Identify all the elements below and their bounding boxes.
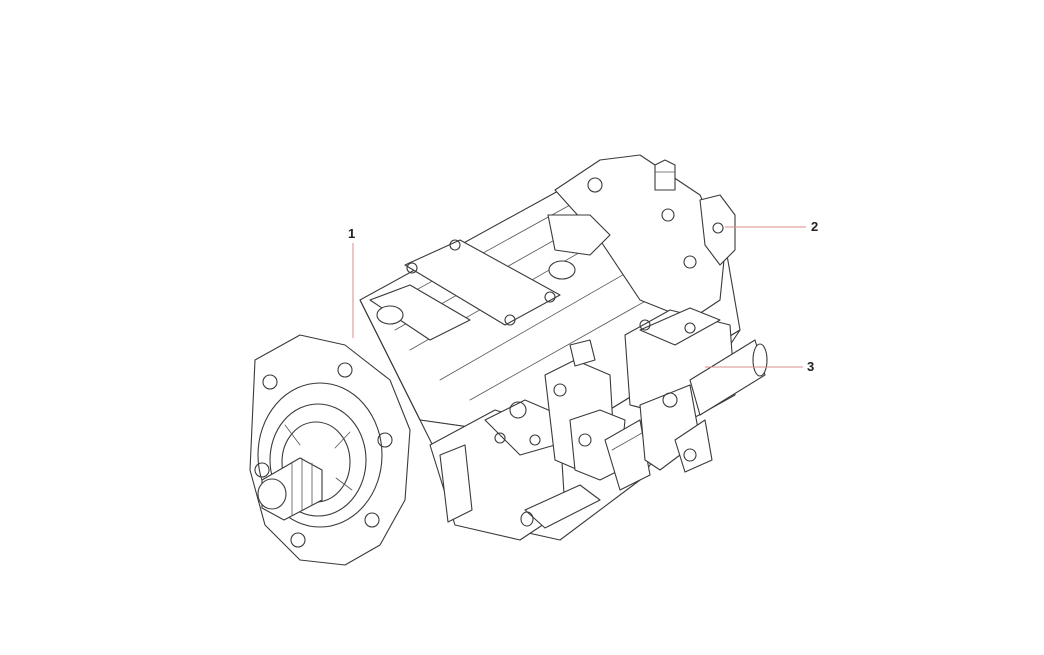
callout-label-2: 2 <box>811 219 818 234</box>
front-regulator <box>429 399 601 541</box>
callout-label-1: 1 <box>348 226 355 241</box>
rear-regulator <box>624 307 768 473</box>
callout-1-group: 1 <box>348 226 355 338</box>
callout-3-group: 3 <box>705 359 814 374</box>
front-flange <box>249 334 411 566</box>
top-cover-plates <box>369 239 576 341</box>
callout-label-3: 3 <box>807 359 814 374</box>
callout-2-group: 2 <box>725 219 818 234</box>
middle-valve-cluster <box>544 339 651 491</box>
rear-end-plate <box>547 154 736 321</box>
